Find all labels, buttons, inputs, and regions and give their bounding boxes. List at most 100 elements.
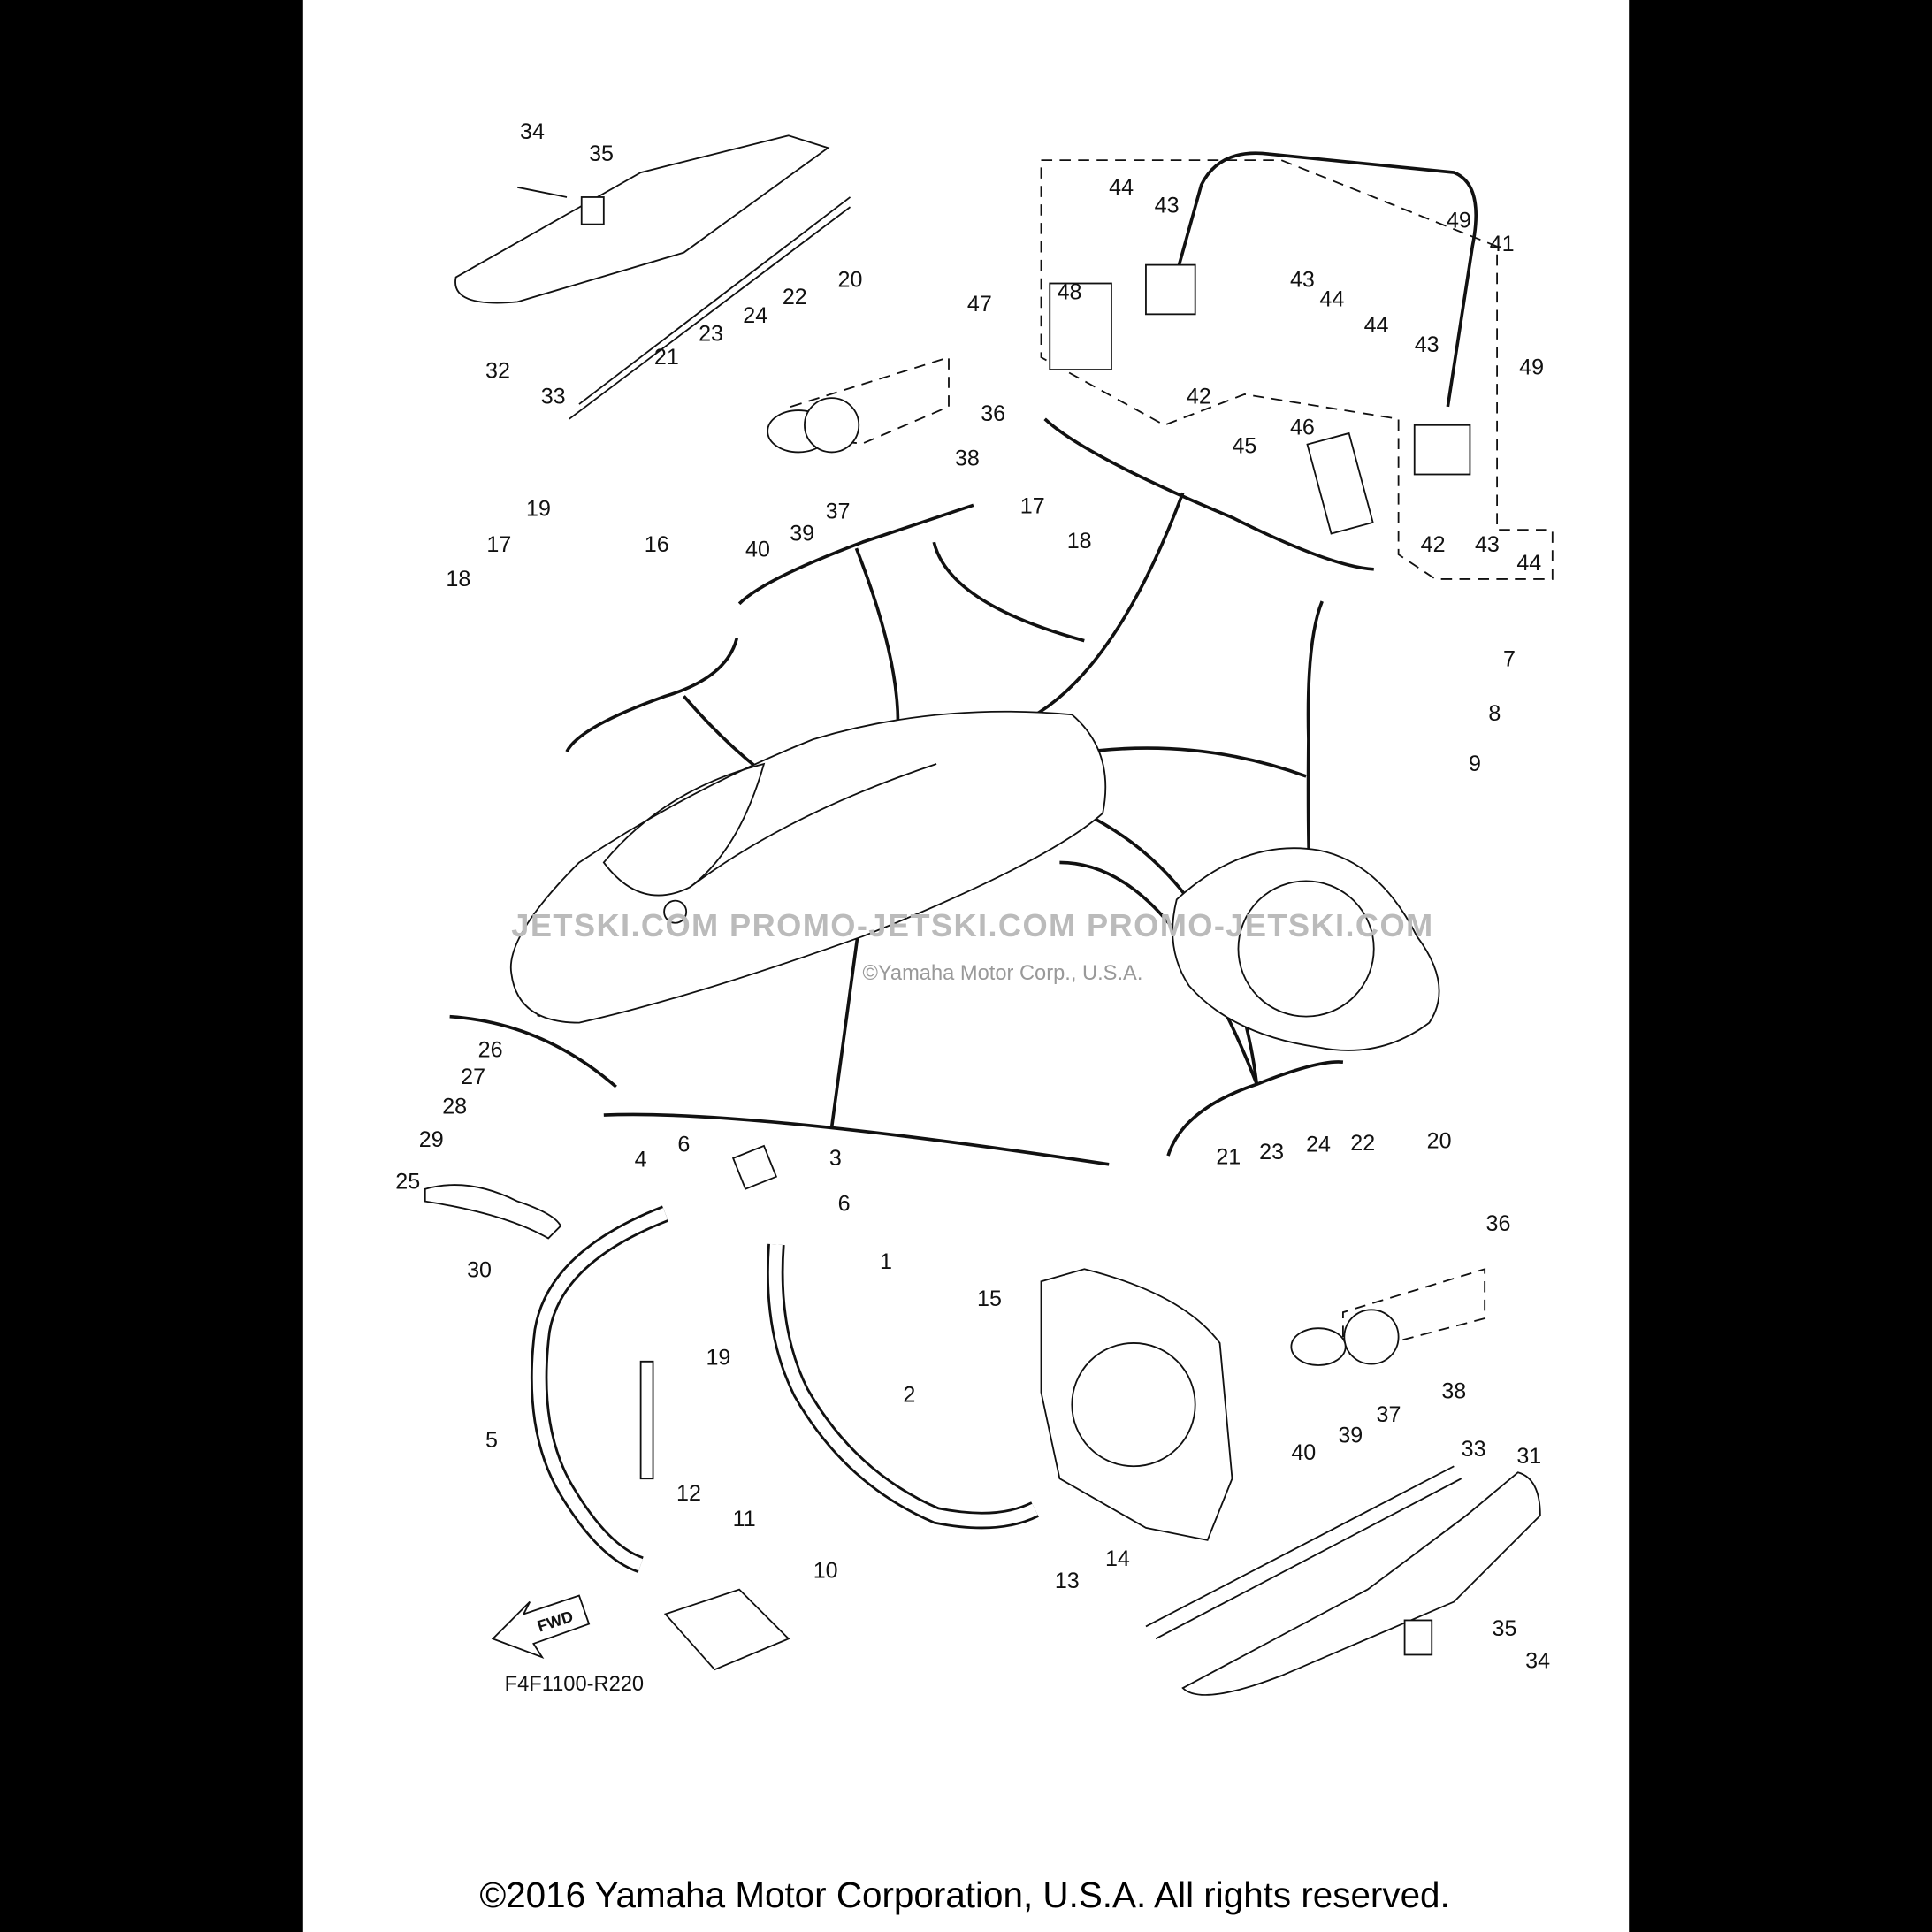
tie-19 bbox=[639, 1360, 654, 1480]
plate-46 bbox=[1306, 431, 1374, 535]
callout-label: 8 bbox=[1488, 701, 1501, 726]
callout-label: 43 bbox=[1155, 194, 1180, 218]
callout-label: 24 bbox=[1306, 1133, 1331, 1157]
watermark-overlay: ©Yamaha Motor Corp., U.S.A. bbox=[862, 962, 1142, 985]
callout-label: 28 bbox=[442, 1094, 467, 1119]
callout-label: 6 bbox=[838, 1191, 851, 1216]
grip-handle-bottom-right bbox=[1181, 1471, 1541, 1696]
callout-label: 22 bbox=[783, 285, 807, 309]
callout-label: 19 bbox=[706, 1346, 730, 1371]
callout-label: 9 bbox=[1469, 752, 1481, 776]
callout-label: 44 bbox=[1364, 313, 1389, 338]
callout-label: 23 bbox=[1259, 1140, 1284, 1165]
callout-label: 40 bbox=[745, 538, 770, 562]
callout-label: 40 bbox=[1291, 1440, 1316, 1465]
callout-label: 23 bbox=[699, 322, 723, 347]
callout-label: 18 bbox=[1067, 529, 1092, 554]
plate-48 bbox=[1049, 282, 1112, 370]
callout-label: 11 bbox=[733, 1507, 756, 1531]
drawing-code: F4F1100-R220 bbox=[505, 1673, 644, 1696]
callout-label: 21 bbox=[654, 345, 679, 370]
bracket-grab-bar bbox=[1043, 417, 1374, 571]
callout-label: 6 bbox=[677, 1133, 690, 1157]
callout-label: 17 bbox=[486, 532, 511, 557]
bracket-cleat bbox=[565, 638, 739, 752]
callout-label: 7 bbox=[1503, 647, 1516, 672]
callout-label: 44 bbox=[1109, 175, 1134, 200]
callout-label: 15 bbox=[977, 1287, 1002, 1311]
callout-label: 47 bbox=[967, 292, 992, 317]
callout-label: 32 bbox=[485, 358, 510, 383]
watercraft-hull bbox=[509, 710, 1107, 1024]
callout-label: 3 bbox=[829, 1146, 842, 1171]
callout-label: 45 bbox=[1232, 433, 1256, 458]
callout-label: 5 bbox=[485, 1428, 498, 1453]
callout-label: 13 bbox=[1055, 1569, 1080, 1593]
callout-label: 38 bbox=[955, 446, 980, 470]
fwd-arrow-icon bbox=[491, 1594, 591, 1660]
callout-label: 25 bbox=[395, 1169, 420, 1194]
callout-label: 4 bbox=[635, 1147, 647, 1172]
collar-35 bbox=[580, 196, 605, 225]
dashed-box-36-bottom bbox=[1342, 1268, 1486, 1357]
stay-25 bbox=[424, 1184, 562, 1240]
illustration: FWD bbox=[424, 134, 1554, 1696]
callout-label: 21 bbox=[1216, 1145, 1241, 1170]
callout-label: 39 bbox=[790, 521, 814, 546]
bracket-stay bbox=[449, 1014, 617, 1088]
callout-label: 38 bbox=[1441, 1378, 1466, 1403]
callout-label: 37 bbox=[826, 499, 851, 523]
callout-label: 43 bbox=[1415, 332, 1439, 357]
jet-nozzle-assembly bbox=[1172, 847, 1440, 1051]
callout-label: 44 bbox=[1319, 287, 1344, 312]
callout-label: 12 bbox=[676, 1481, 701, 1506]
callout-label: 42 bbox=[1187, 385, 1211, 409]
callout-label: 18 bbox=[446, 567, 470, 592]
callout-label: 1 bbox=[880, 1249, 892, 1274]
callout-label: 49 bbox=[1519, 355, 1544, 379]
bracket-fairlead-top bbox=[737, 503, 974, 606]
grip-rail-top-left bbox=[569, 206, 851, 420]
callout-label: 39 bbox=[1338, 1423, 1363, 1447]
callout-label: 35 bbox=[1493, 1616, 1517, 1641]
callout-label: 35 bbox=[589, 141, 614, 166]
callout-label: 30 bbox=[467, 1258, 492, 1283]
callout-label: 26 bbox=[478, 1037, 503, 1062]
callout-label: 16 bbox=[645, 532, 669, 557]
callout-label: 41 bbox=[1490, 232, 1515, 256]
callout-label: 34 bbox=[520, 119, 545, 144]
collar-35-bottom bbox=[1403, 1619, 1433, 1656]
dashed-box-41 bbox=[1040, 159, 1554, 580]
grip-handle-top-left bbox=[454, 134, 830, 304]
callout-label: 36 bbox=[1486, 1211, 1511, 1236]
callout-label: 36 bbox=[981, 401, 1005, 426]
bracket-hoses bbox=[603, 1112, 1110, 1166]
callout-label: 37 bbox=[1377, 1402, 1401, 1427]
callout-label: 31 bbox=[1516, 1444, 1541, 1469]
callout-label: 20 bbox=[1427, 1128, 1452, 1153]
box-10 bbox=[663, 1588, 790, 1671]
callout-label: 46 bbox=[1290, 416, 1315, 440]
callout-label: 17 bbox=[1020, 494, 1045, 519]
copyright-notice: ©2016 Yamaha Motor Corporation, U.S.A. A… bbox=[479, 1875, 1449, 1915]
watermark: JETSKI.COM PROMO-JETSKI.COM PROMO-JETSKI… bbox=[511, 907, 1433, 943]
dashed-box-36-top bbox=[790, 355, 950, 445]
callout-label: 42 bbox=[1421, 532, 1446, 557]
callout-label: 19 bbox=[526, 497, 551, 522]
callout-label: 22 bbox=[1350, 1131, 1375, 1156]
callout-label: 44 bbox=[1516, 551, 1541, 576]
callout-label: 43 bbox=[1475, 532, 1500, 557]
callout-label: 2 bbox=[903, 1382, 915, 1407]
fitting-3 bbox=[731, 1144, 778, 1190]
callout-label: 34 bbox=[1525, 1648, 1550, 1673]
callout-label: 43 bbox=[1290, 267, 1315, 292]
grab-bar-41 bbox=[1169, 151, 1478, 408]
pump-housing bbox=[1040, 1268, 1233, 1541]
callout-labels: 3435323321232422203637384039191718161718… bbox=[395, 119, 1550, 1673]
callout-label: 14 bbox=[1105, 1546, 1130, 1571]
callout-label: 29 bbox=[419, 1127, 444, 1152]
callout-label: 20 bbox=[838, 267, 863, 292]
callout-label: 49 bbox=[1447, 208, 1471, 233]
callout-label: 33 bbox=[541, 385, 566, 409]
